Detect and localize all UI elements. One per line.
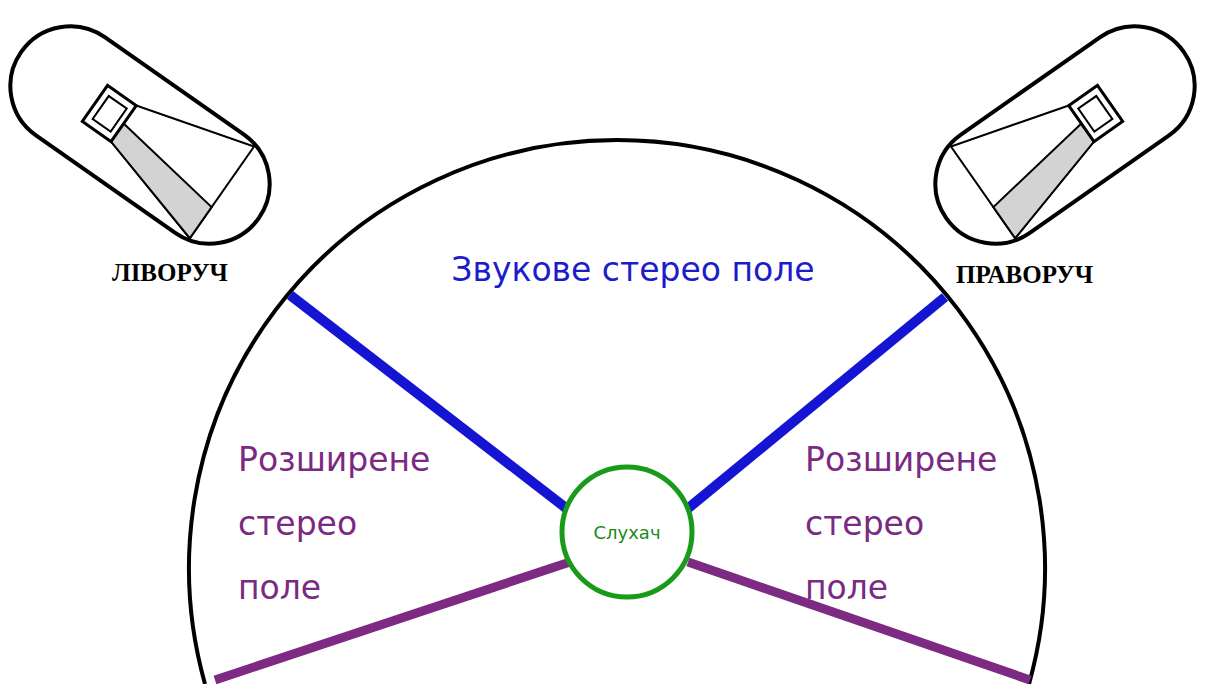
label-text: ПРАВОРУЧ [956,261,1093,288]
node-text: Слухач [593,522,660,543]
speaker-driver [1069,85,1123,141]
stereo-field-title: Звукове стерео поле [451,250,814,290]
speaker-driver-core [93,96,127,132]
speaker-housing [912,3,1205,268]
left-channel-label: ЛІВОРУЧ [112,258,228,288]
stereo-boundary-line [290,295,575,515]
right-speaker [912,3,1205,268]
speaker-horn [951,78,1114,239]
label-text: ЛІВОРУЧ [112,259,228,286]
extended-field-label: Розширене стерео поле [805,428,1010,620]
field-arc [189,140,1045,684]
right-channel-label: ПРАВОРУЧ [956,260,1093,290]
extended-field-label: Розширене стерео поле [238,428,443,620]
label-text: Розширене стерео поле [805,440,997,607]
stereo-boundary-line [680,297,945,515]
label-text: Розширене стерео поле [238,440,430,607]
speaker-driver-core [1078,96,1112,132]
circle-outline-shape [562,467,692,597]
speaker-housing [0,3,293,268]
speaker-horn [91,78,254,239]
left-speaker [0,3,293,268]
speaker-driver [82,85,136,141]
label-text: Звукове стерео поле [451,250,814,289]
listener-circle: Слухач [559,464,695,600]
